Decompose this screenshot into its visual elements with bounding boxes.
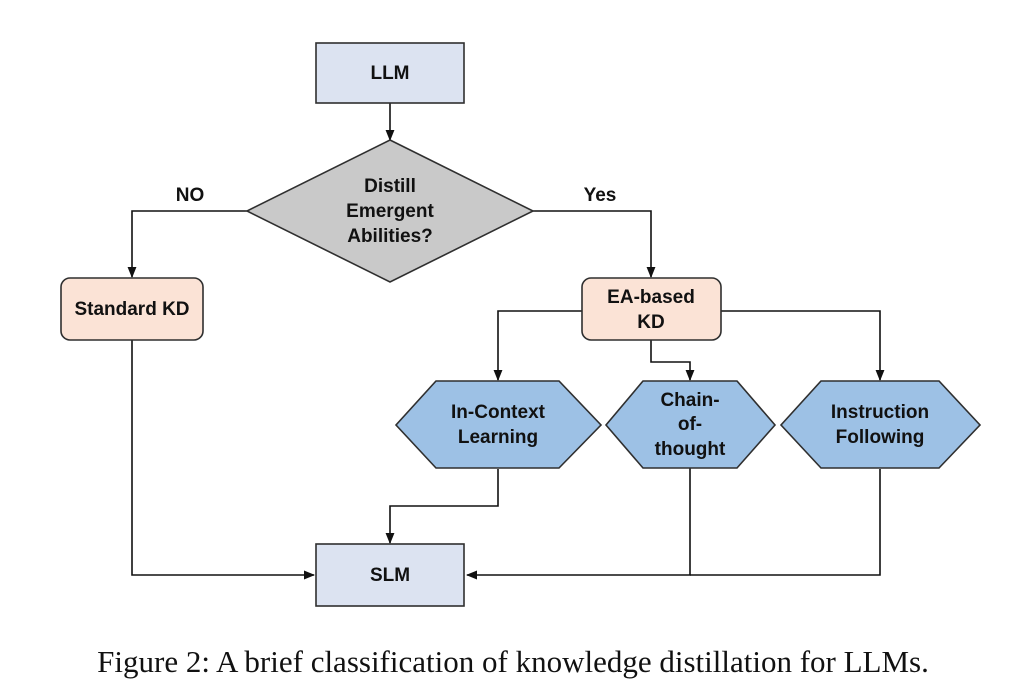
node-standard-kd-label: Standard KD	[74, 299, 189, 320]
node-cot: Chain- of- thought	[604, 380, 777, 469]
edge-cot-to-slm	[465, 466, 691, 580]
node-cot-line-1: Chain-	[660, 390, 719, 411]
edges	[127, 103, 885, 580]
node-ea-kd-line-1: EA-based	[607, 287, 695, 308]
node-icl-line-2: Learning	[458, 427, 538, 448]
node-slm-box	[315, 543, 465, 607]
node-llm-label: LLM	[370, 63, 409, 84]
node-cot-line-2: of-	[678, 414, 702, 435]
node-cot-line-3: thought	[655, 439, 726, 460]
node-llm-box	[315, 42, 465, 104]
edge-label-yes: Yes	[584, 185, 617, 206]
edge-instruction-to-slm	[690, 469, 881, 576]
figure-caption: Figure 2: A brief classification of know…	[97, 644, 929, 679]
node-standard-kd-box	[60, 277, 204, 341]
edge-ea-kd-to-icl	[493, 310, 582, 382]
edge-decision-yes-to-ea-kd	[533, 210, 656, 279]
node-llm: LLM	[315, 42, 465, 104]
node-decision-line-2: Emergent	[346, 201, 434, 222]
node-slm-label: SLM	[370, 565, 410, 586]
node-ea-kd-line-2: KD	[637, 312, 664, 333]
node-icl: In-Context Learning	[394, 380, 603, 469]
edge-decision-no-to-standard-kd	[127, 210, 247, 279]
node-cot-hexagon	[604, 380, 777, 469]
node-slm: SLM	[315, 543, 465, 607]
edge-standard-kd-to-slm	[131, 340, 316, 580]
edge-icl-to-slm	[385, 469, 499, 545]
node-decision: Distill Emergent Abilities?	[245, 139, 535, 283]
node-instruction-hexagon	[779, 380, 982, 469]
edge-ea-kd-to-instruction	[721, 310, 885, 382]
node-standard-kd: Standard KD	[60, 277, 204, 341]
node-instruction-line-1: Instruction	[831, 402, 929, 423]
edge-label-no: NO	[176, 185, 205, 206]
node-instruction-line-2: Following	[836, 427, 925, 448]
node-icl-hexagon	[394, 380, 603, 469]
node-decision-line-3: Abilities?	[347, 226, 433, 247]
node-decision-diamond	[245, 139, 535, 283]
node-icl-line-1: In-Context	[451, 402, 546, 423]
node-ea-kd-box	[581, 277, 722, 341]
node-ea-kd: EA-based KD	[581, 277, 722, 341]
edge-ea-kd-to-cot	[650, 340, 695, 382]
node-decision-line-1: Distill	[364, 176, 416, 197]
node-instruction: Instruction Following	[779, 380, 982, 469]
